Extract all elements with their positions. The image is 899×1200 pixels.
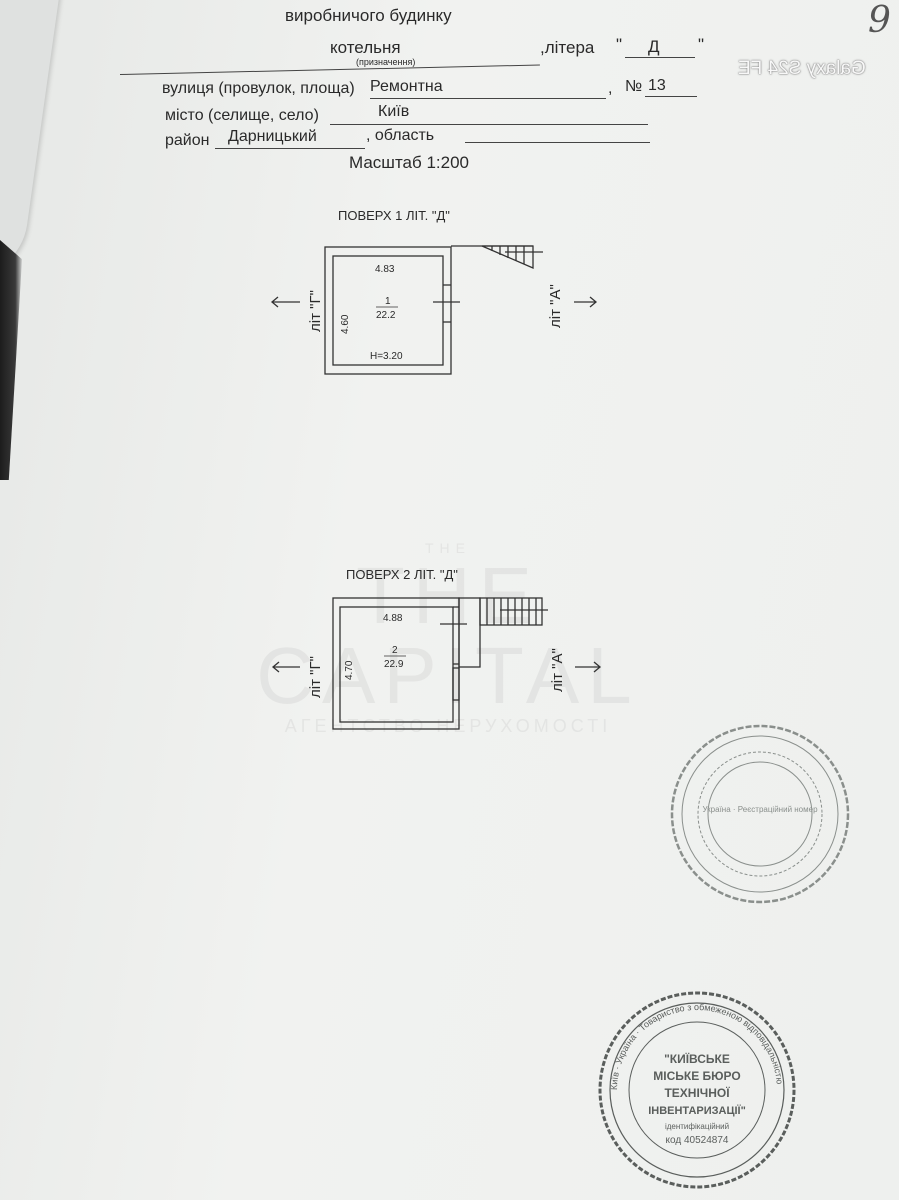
region-field bbox=[465, 142, 650, 143]
street-underline bbox=[370, 98, 606, 99]
letter-underline bbox=[625, 57, 695, 58]
svg-text:ТЕХНІЧНОЇ: ТЕХНІЧНОЇ bbox=[664, 1085, 730, 1100]
bti-stamp bbox=[598, 991, 796, 1189]
floor1-length: 4.60 bbox=[340, 314, 351, 334]
district-label: район bbox=[165, 132, 210, 149]
number-label: № bbox=[625, 78, 643, 95]
quote-mark: " bbox=[698, 35, 705, 54]
floor1-left-ref: літ "Г" bbox=[307, 290, 324, 332]
quote-mark: " bbox=[616, 35, 623, 54]
floor1-room-number: 1 bbox=[385, 296, 391, 307]
purpose-value: котельня bbox=[330, 38, 401, 57]
floor2-length: 4.70 bbox=[344, 660, 355, 680]
registration-stamp bbox=[670, 724, 850, 904]
svg-text:МІСЬКЕ БЮРО: МІСЬКЕ БЮРО bbox=[653, 1069, 740, 1083]
floor1-title: ПОВЕРХ 1 ЛІТ. "Д" bbox=[338, 208, 450, 223]
floor1-right-ref: літ "А" bbox=[547, 284, 564, 328]
region-label: , область bbox=[366, 127, 435, 144]
floor1-room-area: 22.2 bbox=[376, 310, 396, 321]
floor2-right-ref: літ "А" bbox=[549, 648, 566, 692]
letter-label: ,літера bbox=[540, 38, 595, 57]
floor1-height: H=3.20 bbox=[370, 351, 403, 362]
floor2-room-number: 2 bbox=[392, 645, 398, 656]
stamp2-center-text: "КИЇВСЬКЕ МІСЬКЕ БЮРО ТЕХНІЧНОЇ ІНВЕНТАР… bbox=[648, 1051, 746, 1146]
purpose-caption: (призначення) bbox=[356, 57, 416, 67]
floor2-title: ПОВЕРХ 2 ЛІТ. "Д" bbox=[346, 567, 458, 582]
floor2-plan bbox=[271, 597, 602, 730]
title-line: виробничого будинку bbox=[285, 6, 452, 25]
svg-text:ідентифікаційний: ідентифікаційний bbox=[665, 1122, 729, 1131]
floor2-width: 4.88 bbox=[383, 613, 403, 624]
city-label: місто (селище, село) bbox=[165, 107, 319, 124]
district-underline bbox=[215, 148, 365, 149]
street-value: Ремонтна bbox=[370, 78, 443, 95]
floor2-window bbox=[452, 667, 460, 701]
district-value: Дарницький bbox=[228, 128, 317, 145]
street-label: вулиця (провулок, площа) bbox=[162, 80, 355, 97]
floor1-plan bbox=[270, 245, 598, 375]
comma: , bbox=[608, 80, 613, 97]
city-underline bbox=[330, 124, 648, 125]
svg-text:ІНВЕНТАРИЗАЦІЇ": ІНВЕНТАРИЗАЦІЇ" bbox=[648, 1104, 746, 1117]
floor2-room-area: 22.9 bbox=[384, 659, 404, 670]
floor2-stairs bbox=[479, 597, 543, 626]
number-value: 13 bbox=[648, 77, 666, 94]
city-value: Київ bbox=[378, 103, 410, 120]
stamp1-text: Україна · Реєстраційний номер bbox=[702, 805, 818, 814]
scale-label: Масштаб 1:200 bbox=[349, 153, 469, 172]
svg-text:код 40524874: код 40524874 bbox=[666, 1135, 729, 1146]
page-mark: 9 bbox=[868, 0, 891, 41]
svg-text:"КИЇВСЬКЕ: "КИЇВСЬКЕ bbox=[664, 1051, 730, 1066]
floor1-width: 4.83 bbox=[375, 264, 395, 275]
floor2-left-ref: літ "Г" bbox=[307, 656, 324, 698]
letter-value: Д bbox=[648, 37, 660, 56]
number-underline bbox=[645, 96, 697, 97]
agency-watermark: THE THE CAPITAL АГЕНТСТВО НЕРУХОМОСТІ bbox=[256, 540, 640, 736]
